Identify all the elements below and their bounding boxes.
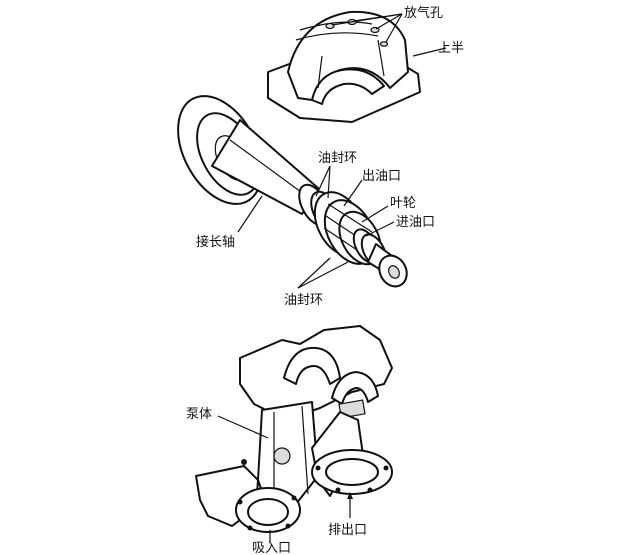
upper-half-casing xyxy=(267,10,421,123)
label-extension-shaft: 接长轴 xyxy=(196,234,235,250)
label-suction-port: 吸入口 xyxy=(252,541,291,555)
oil-outlet-leader xyxy=(343,179,363,207)
extension-shaft-leader xyxy=(237,195,263,233)
vent-hole-leaders xyxy=(331,13,403,43)
label-discharge-port: 排出口 xyxy=(328,523,367,538)
oil-seal-ring-top-leader xyxy=(315,165,331,197)
upper-half-leader xyxy=(412,47,447,57)
oil-seal-ring-bottom-leader xyxy=(297,257,331,289)
pump-body-leader xyxy=(217,415,269,439)
label-oil-outlet: 出油口 xyxy=(362,169,401,184)
extension-shaft-assembly xyxy=(177,95,408,288)
label-vent-hole: 放气孔 xyxy=(404,5,443,21)
discharge-arrow-icon xyxy=(347,492,353,499)
oil-seal-ring-top-leader-2 xyxy=(327,165,331,199)
pump-body xyxy=(195,325,393,533)
label-upper-half: 上半 xyxy=(438,41,464,56)
label-oil-inlet: 进油口 xyxy=(396,215,435,230)
oil-inlet-leader xyxy=(365,221,395,237)
oil-seal-ring-bottom-leader-2 xyxy=(297,261,349,289)
label-pump-body: 泵体 xyxy=(186,407,212,422)
impeller-leader xyxy=(361,205,389,223)
label-impeller: 叶轮 xyxy=(390,196,416,211)
label-oil-seal-ring-bottom: 油封环 xyxy=(284,293,323,308)
label-oil-seal-ring-top: 油封环 xyxy=(318,151,357,166)
